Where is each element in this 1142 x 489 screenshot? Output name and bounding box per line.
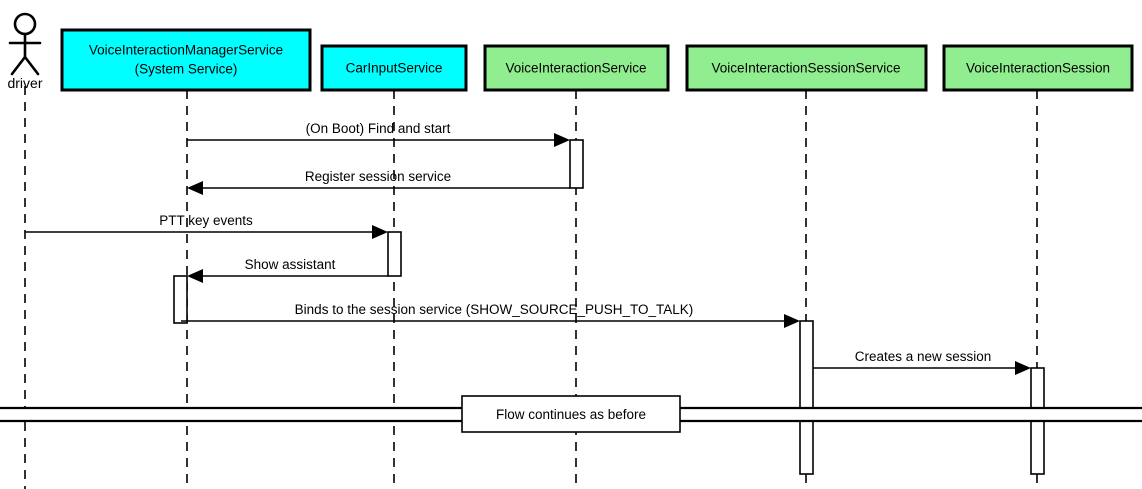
participant-vsession[interactable]: VoiceInteractionSession: [942, 44, 1134, 92]
note-box-flow-continues: [461, 395, 681, 433]
participant-viss[interactable]: VoiceInteractionSessionService: [685, 44, 928, 92]
participant-label-vims-line2: (System Service): [135, 62, 238, 77]
participant-box-viss[interactable]: [685, 44, 928, 92]
message-label-on-boot-find-and-start: (On Boot) Find and start: [306, 121, 451, 136]
message-creates-a-new-session: Creates a new session: [813, 349, 1031, 375]
participant-vims[interactable]: VoiceInteractionManagerService (System S…: [60, 28, 312, 92]
message-label-binds-to-session-service: Binds to the session service (SHOW_SOURC…: [295, 302, 694, 317]
note-flow-continues: Flow continues as before: [461, 395, 681, 433]
activations-group: [173, 139, 1045, 475]
activation-vis-boot: [569, 139, 584, 189]
message-label-ptt-key-events: PTT key events: [159, 213, 253, 228]
participant-box-vis[interactable]: [483, 44, 670, 92]
actor-leg-left-icon: [10, 55, 27, 76]
actor-driver: driver: [7, 12, 43, 91]
activation-vims-show: [173, 275, 188, 324]
activation-carinput-ptt: [387, 231, 402, 277]
participant-label-carinput: CarInputService: [346, 61, 443, 76]
actor-leg-right-icon: [23, 55, 40, 76]
activation-viss-bind: [799, 320, 814, 475]
message-label-show-assistant: Show assistant: [245, 257, 336, 272]
message-binds-to-session-service: Binds to the session service (SHOW_SOURC…: [181, 302, 800, 328]
participant-carinput[interactable]: CarInputService: [320, 44, 468, 92]
message-on-boot-find-and-start: (On Boot) Find and start: [187, 121, 570, 147]
message-show-assistant: Show assistant: [187, 257, 388, 283]
participant-label-viss: VoiceInteractionSessionService: [711, 61, 900, 76]
participant-label-vsession: VoiceInteractionSession: [966, 61, 1110, 76]
message-arrowhead-on-boot-find-and-start: [554, 133, 570, 147]
participant-label-vis: VoiceInteractionService: [505, 61, 646, 76]
message-arrowhead-register-session-service: [187, 181, 203, 195]
actor-head-icon: [13, 12, 37, 36]
message-register-session-service: Register session service: [187, 169, 570, 195]
participant-box-vsession[interactable]: [942, 44, 1134, 92]
message-arrowhead-ptt-key-events: [372, 225, 388, 239]
participant-box-vims[interactable]: [60, 28, 312, 92]
participant-box-carinput[interactable]: [320, 44, 468, 92]
participant-label-vims-line1: VoiceInteractionManagerService: [89, 43, 283, 58]
message-arrowhead-binds-to-session-service: [784, 314, 800, 328]
participant-vis[interactable]: VoiceInteractionService: [483, 44, 670, 92]
note-label-flow-continues: Flow continues as before: [496, 407, 646, 422]
message-arrowhead-show-assistant: [187, 269, 203, 283]
message-label-register-session-service: Register session service: [305, 169, 451, 184]
actor-label: driver: [7, 75, 42, 91]
message-arrowhead-creates-a-new-session: [1015, 361, 1031, 375]
message-label-creates-a-new-session: Creates a new session: [855, 349, 992, 364]
message-ptt-key-events: PTT key events: [25, 213, 388, 239]
